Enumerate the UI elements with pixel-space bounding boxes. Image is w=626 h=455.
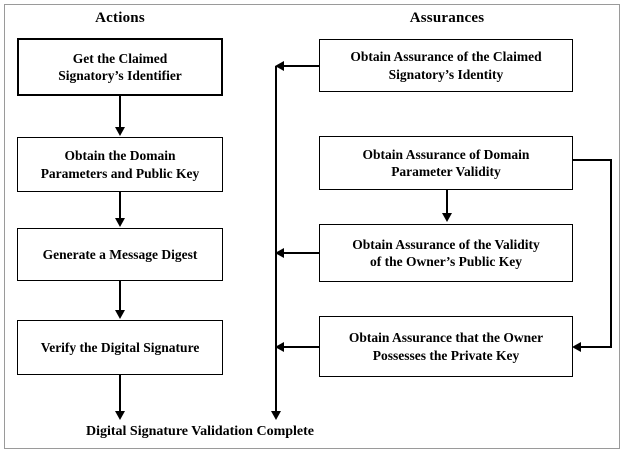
assurance-box-line1: Obtain Assurance that the Owner <box>348 330 544 346</box>
action-box-line2: Signatory’s Identifier <box>58 68 182 83</box>
column-header-actions: Actions <box>95 10 145 26</box>
connector-s2-loop-out <box>573 159 612 161</box>
column-header-assurances: Assurances <box>409 10 485 26</box>
connector-s1-to-trunk <box>281 65 319 67</box>
assurance-box-domain-parameter-validity[interactable]: Obtain Assurance of Domain Parameter Val… <box>319 136 573 190</box>
assurance-box-claimed-signatory-identity[interactable]: Obtain Assurance of the Claimed Signator… <box>319 39 573 92</box>
arrowhead-s1-to-trunk-icon <box>275 61 284 71</box>
arrowhead-a3-to-a4-icon <box>115 310 125 319</box>
arrowhead-a4-to-terminal-icon <box>115 411 125 420</box>
action-box-verify-digital-signature[interactable]: Verify the Digital Signature <box>17 320 223 375</box>
arrowhead-a2-to-a3-icon <box>115 218 125 227</box>
arrowhead-s3-to-trunk-icon <box>275 248 284 258</box>
action-box-generate-message-digest[interactable]: Generate a Message Digest <box>17 228 223 281</box>
action-box-line1: Generate a Message Digest <box>42 246 198 262</box>
connector-a3-to-a4 <box>119 281 121 311</box>
action-box-line2: Parameters and Public Key <box>40 165 200 181</box>
action-box-line1: Obtain the Domain <box>64 148 176 164</box>
assurance-box-line1: Obtain Assurance of Domain <box>362 146 530 162</box>
assurance-box-owner-public-key-validity[interactable]: Obtain Assurance of the Validity of the … <box>319 224 573 282</box>
connector-s4-to-trunk <box>281 346 319 348</box>
arrowhead-loop-into-s4-icon <box>572 342 581 352</box>
assurance-box-line1: Obtain Assurance of the Claimed <box>350 49 542 65</box>
assurance-box-line2: Possesses the Private Key <box>372 347 520 363</box>
connector-s2-to-s3 <box>446 190 448 214</box>
assurance-box-line2: Signatory’s Identity <box>388 66 504 82</box>
arrowhead-s4-to-trunk-icon <box>275 342 284 352</box>
arrowhead-trunk-to-terminal-icon <box>271 411 281 420</box>
action-box-line1: Get the Claimed <box>72 50 168 66</box>
assurance-box-owner-possesses-private-key[interactable]: Obtain Assurance that the Owner Possesse… <box>319 316 573 377</box>
assurance-box-line2: Parameter Validity <box>391 164 501 179</box>
arrowhead-s2-to-s3-icon <box>442 213 452 222</box>
assurance-box-line2: of the Owner’s Public Key <box>370 254 522 269</box>
connector-a4-to-terminal <box>119 375 121 412</box>
action-box-line1: Verify the Digital Signature <box>40 339 200 355</box>
assurance-box-line1: Obtain Assurance of the Validity <box>352 236 540 252</box>
connector-a1-to-a2 <box>119 96 121 128</box>
terminal-label: Digital Signature Validation Complete <box>85 424 315 439</box>
connector-a2-to-a3 <box>119 192 121 219</box>
connector-assurance-trunk <box>275 66 277 412</box>
connector-s2-loop-down <box>610 159 612 347</box>
action-box-get-claimed-signatory-identifier[interactable]: Get the Claimed Signatory’s Identifier <box>17 38 223 96</box>
arrowhead-a1-to-a2-icon <box>115 127 125 136</box>
action-box-obtain-domain-parameters-public-key[interactable]: Obtain the Domain Parameters and Public … <box>17 137 223 192</box>
connector-s2-loop-into-s4 <box>579 346 612 348</box>
connector-s3-to-trunk <box>281 252 319 254</box>
